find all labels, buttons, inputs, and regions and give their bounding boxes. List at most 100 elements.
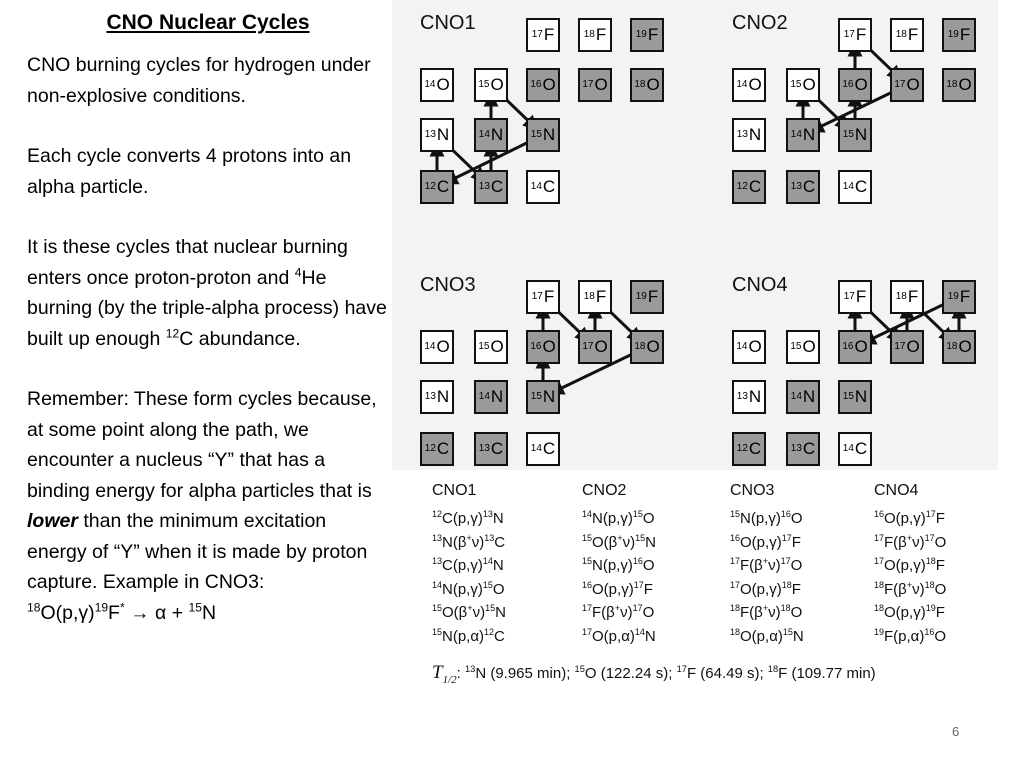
- text-run: He burning (by the triple-alpha process)…: [27, 266, 387, 350]
- reaction-line: 15N(p,γ)16O: [582, 557, 656, 581]
- superscript: 15: [632, 509, 643, 519]
- element-symbol: F: [907, 25, 919, 44]
- superscript: 18: [874, 603, 885, 613]
- text-run: O(p,γ): [740, 580, 782, 598]
- superscript: +: [467, 603, 473, 613]
- text-run: N(p,γ): [442, 580, 483, 598]
- text-run: O: [790, 557, 803, 574]
- text-run: F: [791, 580, 801, 598]
- text-run: Remember: These form cycles because, at …: [27, 388, 377, 502]
- element-symbol: N: [436, 387, 450, 406]
- text-run: O(p,γ): [884, 557, 926, 574]
- element-symbol: O: [958, 75, 972, 94]
- superscript: 4: [294, 265, 302, 279]
- arrow-15n-to-12c: [442, 136, 539, 185]
- text-run: O: [642, 510, 655, 527]
- text-run: O: [934, 580, 947, 598]
- element-symbol: F: [855, 25, 867, 44]
- superscript: 19: [94, 600, 109, 614]
- element-symbol: C: [490, 177, 504, 196]
- text-run: N (9.965 min);: [475, 665, 575, 682]
- element-symbol: O: [802, 75, 816, 94]
- text-run: F(β: [884, 533, 907, 551]
- element-symbol: O: [646, 75, 660, 94]
- superscript: 18: [781, 579, 792, 590]
- reaction-line: 17O(p,α)14N: [582, 627, 656, 652]
- body-paragraphs: CNO burning cycles for hydrogen under no…: [27, 50, 389, 628]
- half-life-item: 17F (64.49 s);: [677, 664, 768, 682]
- superscript: 15: [188, 600, 202, 614]
- element-symbol: C: [802, 177, 816, 196]
- element-symbol: O: [594, 75, 608, 94]
- text-run: O(p,γ): [40, 601, 95, 624]
- emphasis: lower: [27, 510, 78, 532]
- arrow-18o-to-15n: [548, 348, 643, 395]
- text-run: O(p,γ): [884, 604, 926, 621]
- text-run: Each cycle converts 4 protons into an al…: [27, 145, 352, 198]
- superscript: 17: [582, 603, 593, 613]
- text-run: N(p,γ): [592, 557, 633, 574]
- superscript: +: [466, 532, 472, 543]
- element-symbol: C: [748, 439, 762, 458]
- element-symbol: O: [594, 337, 608, 356]
- reaction-line: 17F(β+ν)17O: [730, 557, 804, 581]
- paragraph-1: CNO burning cycles for hydrogen under no…: [27, 50, 389, 111]
- arrow-17o-to-14n: [808, 86, 903, 133]
- text-run: N: [492, 557, 504, 574]
- reaction-column-header: CNO1: [432, 482, 477, 499]
- superscript: 15: [730, 509, 741, 519]
- element-symbol: N: [802, 387, 816, 406]
- element-symbol: N: [802, 125, 816, 144]
- element-symbol: O: [748, 337, 762, 356]
- element-symbol: N: [748, 125, 762, 144]
- superscript: 15: [582, 556, 593, 566]
- element-symbol: O: [542, 337, 556, 356]
- superscript: 12: [484, 626, 495, 637]
- text-run: O(p,γ): [592, 580, 634, 598]
- text-run: than the minimum excitation energy of “Y…: [27, 510, 368, 593]
- text-run: N: [644, 627, 656, 645]
- paragraph-4: Remember: These form cycles because, at …: [27, 384, 389, 628]
- text-run: F: [643, 580, 653, 598]
- superscript: 18: [924, 579, 935, 590]
- element-symbol: O: [436, 75, 450, 94]
- slide-title: CNO Nuclear Cycles: [106, 11, 310, 34]
- text-run: It is these cycles that nuclear burning …: [27, 236, 348, 289]
- text-run: CNO burning cycles for hydrogen under no…: [27, 54, 371, 107]
- superscript: 14: [432, 579, 443, 590]
- element-symbol: C: [436, 177, 450, 196]
- superscript: 17: [633, 579, 644, 590]
- text-run: N: [492, 510, 504, 527]
- text-run: F (109.77 min): [778, 665, 876, 682]
- paragraph-3: It is these cycles that nuclear burning …: [27, 232, 389, 354]
- reaction-line: 17O(p,γ)18F: [730, 579, 804, 605]
- reaction-column-header: CNO4: [874, 482, 919, 499]
- element-symbol: C: [748, 177, 762, 196]
- text-run: ν): [912, 580, 925, 598]
- superscript: 15: [485, 603, 496, 613]
- element-symbol: O: [490, 75, 504, 94]
- half-life-values: 13N (9.965 min); 15O (122.24 s); 17F (64…: [465, 664, 876, 682]
- superscript: 12: [432, 509, 443, 519]
- reaction-line: 17F(β+ν)17O: [874, 533, 946, 558]
- reaction-line: 13C(p,γ)14N: [432, 557, 506, 581]
- text-column: CNO Nuclear Cycles CNO burning cycles fo…: [27, 8, 389, 628]
- text-run: O: [790, 604, 803, 621]
- text-run: N(p,γ): [740, 510, 781, 527]
